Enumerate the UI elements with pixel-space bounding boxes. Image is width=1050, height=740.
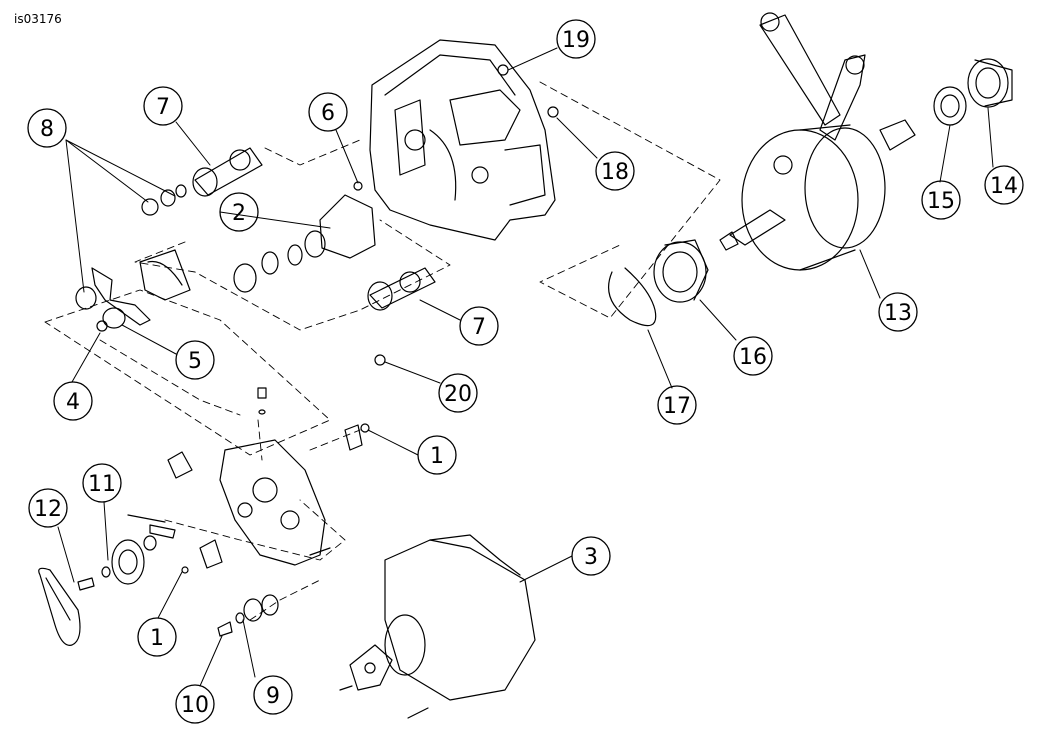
callout-label: 4 bbox=[66, 390, 80, 415]
callout-label: 3 bbox=[584, 545, 598, 570]
oil-pump bbox=[127, 387, 363, 569]
main-bearing bbox=[653, 239, 709, 303]
callout-9: 9 bbox=[253, 675, 293, 715]
callout-14: 14 bbox=[984, 165, 1024, 205]
callout-4: 4 bbox=[53, 381, 93, 421]
oil-seal bbox=[967, 58, 1013, 108]
cam-cover bbox=[339, 534, 536, 719]
callout-label: 16 bbox=[739, 345, 767, 370]
callout-13: 13 bbox=[878, 292, 918, 332]
callout-16: 16 bbox=[733, 336, 773, 376]
callout-label: 9 bbox=[266, 684, 280, 709]
callout-label: 1 bbox=[430, 444, 444, 469]
callout-3: 3 bbox=[571, 536, 611, 576]
callout-18: 18 bbox=[595, 151, 635, 191]
callout-12: 12 bbox=[28, 488, 68, 528]
retaining-ring bbox=[608, 267, 657, 327]
callout-1: 1 bbox=[417, 435, 457, 475]
scavenge-gear bbox=[217, 594, 279, 637]
callout-label: 7 bbox=[472, 315, 486, 340]
callout-label: 2 bbox=[232, 201, 246, 226]
callout-label: 19 bbox=[562, 28, 590, 53]
callout-20: 20 bbox=[438, 373, 478, 413]
callout-label: 15 bbox=[927, 189, 955, 214]
drive-gear bbox=[101, 539, 145, 585]
bolt-12 bbox=[77, 577, 95, 591]
callout-15: 15 bbox=[921, 180, 961, 220]
callout-label: 14 bbox=[990, 174, 1018, 199]
callout-8: 8 bbox=[27, 108, 67, 148]
callout-2: 2 bbox=[219, 192, 259, 232]
callout-label: 20 bbox=[444, 382, 472, 407]
cam-plate bbox=[91, 249, 191, 326]
callout-11: 11 bbox=[82, 463, 122, 503]
callout-1: 1 bbox=[137, 617, 177, 657]
camshaft-upper bbox=[192, 147, 263, 197]
callout-7: 7 bbox=[143, 86, 183, 126]
callout-label: 12 bbox=[34, 497, 62, 522]
callout-label: 13 bbox=[884, 301, 912, 326]
cam-bearing-assembly bbox=[233, 181, 376, 293]
callout-label: 1 bbox=[150, 626, 164, 651]
callout-label: 5 bbox=[188, 349, 202, 374]
callout-label: 8 bbox=[40, 117, 54, 142]
crankcase bbox=[369, 39, 556, 241]
callout-label: 10 bbox=[181, 693, 209, 718]
callout-7: 7 bbox=[459, 306, 499, 346]
camshaft-lower bbox=[367, 267, 436, 311]
callout-10: 10 bbox=[175, 684, 215, 724]
callout-label: 17 bbox=[663, 394, 691, 419]
callout-5: 5 bbox=[175, 340, 215, 380]
figure-id: is03176 bbox=[14, 12, 62, 26]
callout-label: 18 bbox=[601, 160, 629, 185]
callout-label: 6 bbox=[321, 101, 335, 126]
crankshaft-flywheel bbox=[719, 12, 916, 271]
callout-19: 19 bbox=[556, 19, 596, 59]
spacer-ring bbox=[933, 86, 967, 126]
drive-chain bbox=[38, 567, 81, 646]
callout-17: 17 bbox=[657, 385, 697, 425]
callout-label: 7 bbox=[156, 95, 170, 120]
leader-lines bbox=[57, 47, 994, 687]
callout-label: 11 bbox=[88, 472, 116, 497]
callout-6: 6 bbox=[308, 92, 348, 132]
alignment-lines bbox=[44, 81, 721, 621]
small-parts bbox=[75, 64, 559, 574]
